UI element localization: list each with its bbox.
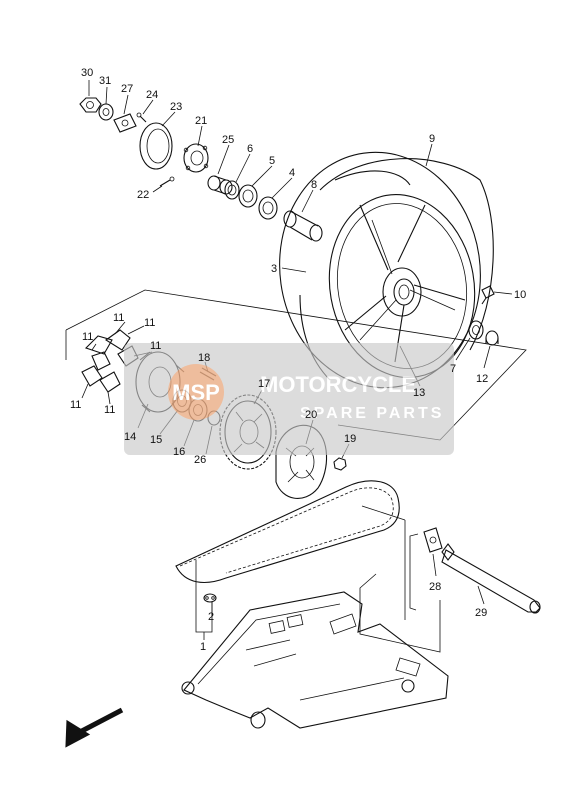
callout-10: 10 (514, 289, 526, 301)
callout-24: 24 (146, 89, 158, 101)
callout-11-bottom-left: 11 (70, 399, 81, 411)
assembly-guide-lines (359, 505, 441, 653)
bearing-5 (238, 184, 258, 208)
callout-4: 4 (289, 167, 295, 179)
callout-23: 23 (170, 101, 182, 113)
callout-labels: 30 31 27 24 23 21 22 25 6 5 4 8 9 3 10 7… (70, 67, 526, 653)
bolt-24 (136, 112, 147, 123)
wheel-rim-3 (328, 193, 476, 379)
callout-28: 28 (429, 581, 441, 593)
callout-18: 18 (198, 352, 210, 364)
chain-joint-2 (203, 593, 217, 603)
front-direction-arrow-icon (65, 707, 124, 748)
callout-5: 5 (269, 155, 275, 167)
callout-29: 29 (475, 607, 487, 619)
bearing-7 (468, 320, 484, 340)
callout-22: 22 (137, 189, 149, 201)
callout-11-right: 11 (144, 317, 155, 329)
drive-chain (175, 480, 400, 584)
callout-15: 15 (150, 434, 162, 446)
bearing-4 (258, 196, 278, 220)
collar-12 (485, 330, 499, 346)
watermark-logo-letters: MSP (172, 380, 220, 405)
watermark: MSP MOTORCYCLE SPARE PARTS (124, 343, 454, 455)
callout-12: 12 (476, 373, 488, 385)
chain-adjuster (113, 113, 137, 133)
callout-16: 16 (173, 446, 185, 458)
screw-22 (159, 176, 175, 187)
washer (98, 103, 114, 121)
callout-30: 30 (81, 67, 93, 79)
callout-14: 14 (124, 431, 136, 443)
callout-21: 21 (195, 115, 207, 127)
callout-2: 2 (208, 611, 214, 623)
callout-17: 17 (258, 378, 270, 390)
wheel-hub (382, 267, 422, 317)
callout-3: 3 (271, 263, 277, 275)
callout-31: 31 (99, 75, 111, 87)
axle-spacer-8 (283, 210, 323, 242)
callout-6: 6 (247, 143, 253, 155)
adjuster-block-28 (423, 527, 443, 553)
nut-19 (333, 457, 347, 471)
callout-11-top: 11 (113, 312, 124, 324)
callout-1: 1 (200, 641, 206, 653)
oil-seal-6 (224, 180, 240, 200)
callout-9: 9 (429, 133, 435, 145)
callout-7: 7 (450, 363, 456, 375)
rear-axle-29 (441, 543, 541, 614)
sprocket-cover-23 (139, 122, 173, 170)
valve-10 (481, 285, 495, 305)
callout-19: 19 (344, 433, 356, 445)
callout-25: 25 (222, 134, 234, 146)
callout-20: 20 (305, 409, 317, 421)
swingarm (181, 591, 449, 729)
callout-8: 8 (311, 179, 317, 191)
callout-13: 13 (413, 387, 425, 399)
callout-11-bottom: 11 (104, 404, 115, 416)
callout-26: 26 (194, 454, 206, 466)
callout-11-left: 11 (82, 331, 93, 343)
watermark-subtitle: SPARE PARTS (300, 405, 444, 422)
callout-27: 27 (121, 83, 133, 95)
callout-11-mid: 11 (150, 340, 161, 352)
watermark-brand: MOTORCYCLE (260, 372, 416, 397)
collar-21 (183, 143, 209, 173)
msp-logo-icon: MSP (168, 364, 224, 420)
axle-nut (79, 97, 102, 113)
